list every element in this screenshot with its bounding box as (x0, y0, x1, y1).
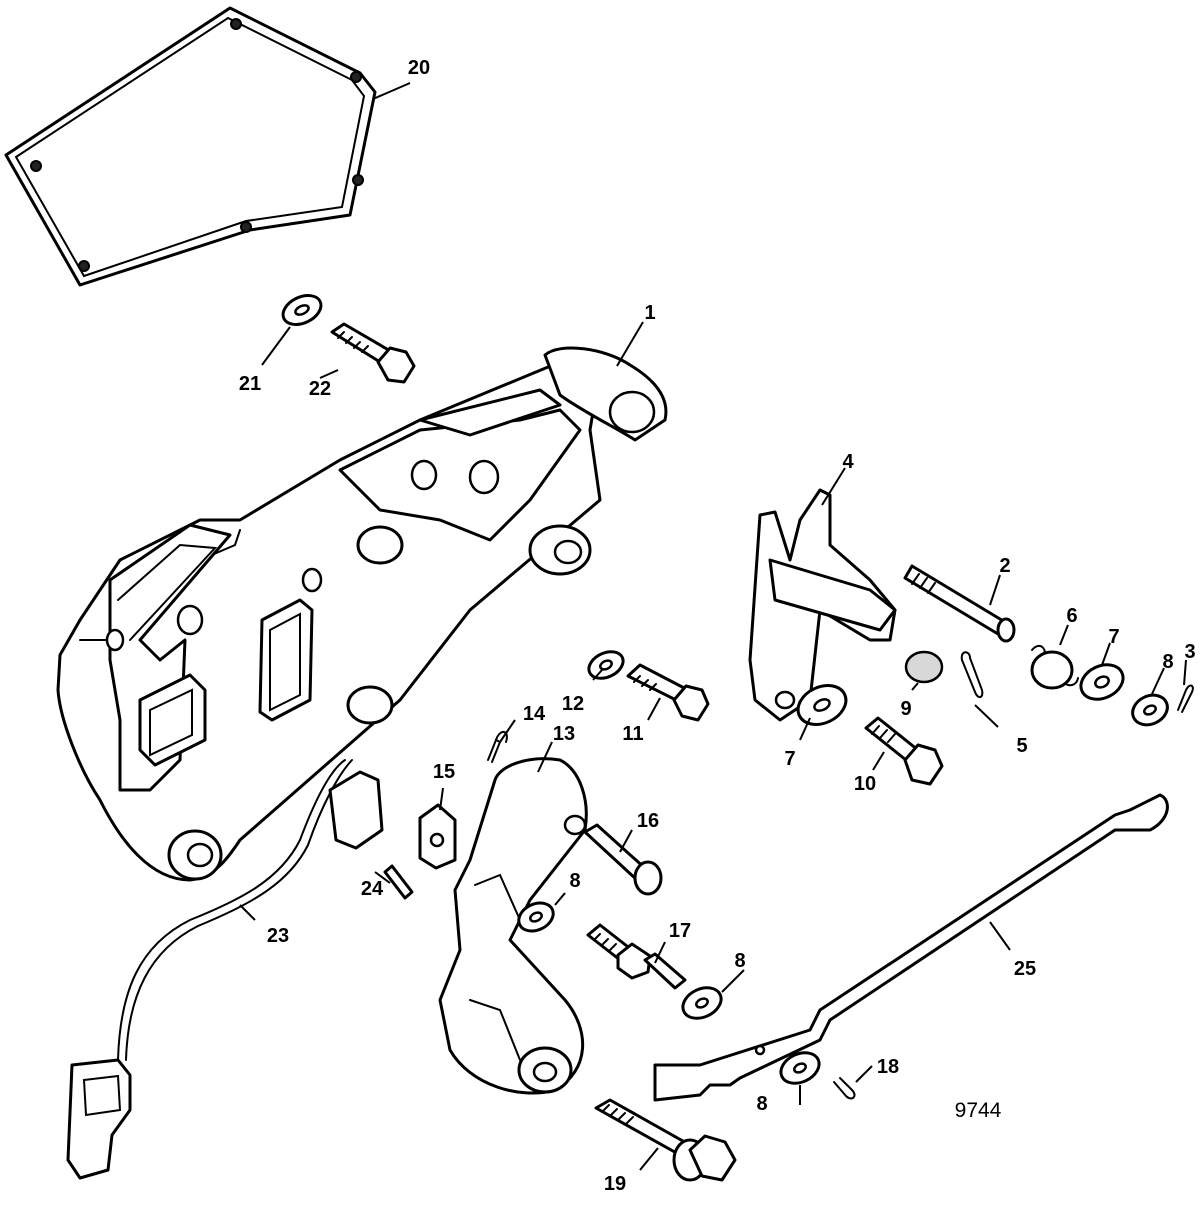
part-19-shoulder-bolt (594, 1098, 737, 1182)
part-18-cotter-pin (833, 1077, 856, 1100)
part-25-link-rod (653, 793, 1169, 1102)
callout-12: 12 (562, 693, 584, 715)
callout-22: 22 (309, 378, 331, 400)
part-15-retainer (418, 803, 457, 870)
callout-16: 16 (637, 810, 659, 832)
part-3-cotter-pin (1177, 684, 1194, 713)
callout-1: 1 (644, 302, 655, 324)
callout-8-mid: 8 (569, 870, 580, 892)
callout-20: 20 (408, 57, 430, 79)
part-14-cotter-pin (487, 731, 508, 763)
part-7-washer-a (1079, 663, 1125, 701)
part-7-washer-b (796, 684, 848, 726)
callout-9: 9 (900, 698, 911, 720)
callout-13: 13 (553, 723, 575, 745)
callout-19: 19 (604, 1173, 626, 1195)
part-2-pin (903, 564, 1016, 643)
part-10-bolt (864, 716, 944, 786)
callout-7-right: 7 (1108, 626, 1119, 648)
callout-21: 21 (239, 373, 261, 395)
callout-3: 3 (1184, 641, 1195, 663)
part-16-pin (583, 823, 663, 896)
part-4-shift-bracket (748, 488, 897, 722)
callout-15: 15 (433, 761, 455, 783)
callout-10: 10 (854, 773, 876, 795)
part-24-screw (383, 864, 414, 900)
part-8-washer-b (681, 986, 723, 1020)
part-13-lever (438, 757, 588, 1095)
callout-25: 25 (1014, 958, 1036, 980)
part-17-stud (586, 923, 687, 990)
part-12-washer (587, 650, 625, 680)
leader-lines (239, 82, 1187, 1171)
part-6-spring (1030, 644, 1079, 690)
figure-number: 9744 (955, 1099, 1002, 1122)
callout-6: 6 (1066, 605, 1077, 627)
callout-7-center: 7 (784, 748, 795, 770)
part-20-cover-plate (4, 6, 377, 287)
callout-18: 18 (877, 1056, 899, 1078)
callout-23: 23 (267, 925, 289, 947)
part-23-wiring-harness (66, 759, 384, 1180)
part-11-bolt (626, 663, 710, 722)
part-21-washer (281, 293, 323, 327)
part-9-bushing (904, 650, 944, 684)
callout-14: 14 (523, 703, 546, 725)
callout-17: 17 (669, 920, 691, 942)
callout-5: 5 (1016, 735, 1027, 757)
callout-4: 4 (842, 451, 854, 473)
callout-8-lower: 8 (734, 950, 745, 972)
callout-11: 11 (622, 723, 643, 745)
part-1-main-bracket (56, 346, 668, 882)
callout-24: 24 (361, 878, 384, 900)
part-8-washer-c (1131, 693, 1169, 727)
callout-2: 2 (999, 555, 1010, 577)
callout-labels: 20 1 21 22 4 2 6 7 8 3 5 9 7 10 11 12 14… (239, 57, 1196, 1195)
callout-8-bottom: 8 (756, 1093, 767, 1115)
part-22-bolt (330, 322, 416, 384)
callout-8-right: 8 (1162, 651, 1173, 673)
part-8-washer-a (517, 901, 555, 933)
part-5-cotter-pin (960, 651, 984, 698)
